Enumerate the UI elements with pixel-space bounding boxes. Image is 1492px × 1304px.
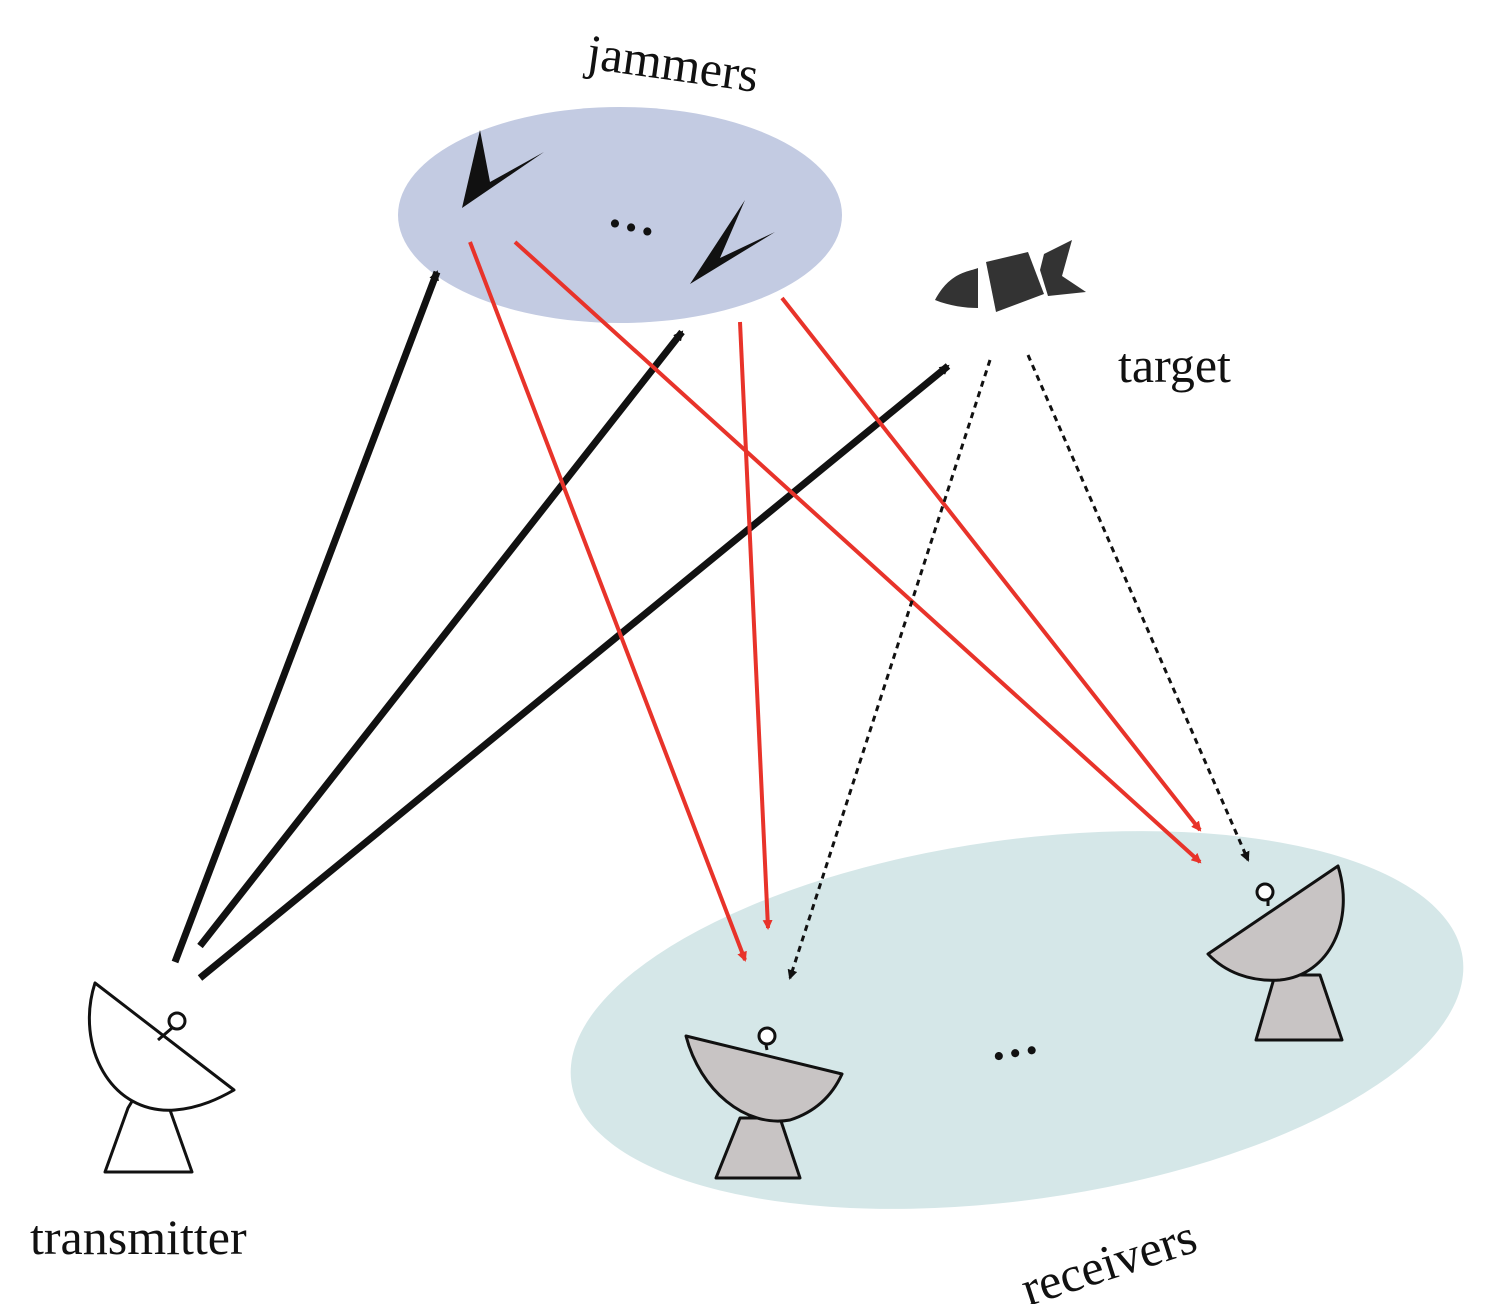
transmitter-label: transmitter [30,1209,247,1265]
radar-dish-icon [1206,864,1345,1042]
target-label: target [1118,337,1231,393]
radar-dish-icon [684,1026,844,1180]
illumination-arrow [171,270,441,964]
jammer-region [398,107,842,323]
jammer-aircraft-icon [690,200,775,284]
receivers-label: receivers [1014,1208,1203,1304]
jamming-arrow [468,241,747,962]
illumination-arrow [197,363,951,981]
jammers-label: jammers [582,23,762,103]
echo-arrow [1026,354,1250,862]
jamming-arrow [780,296,1202,832]
echo-arrow [787,359,992,980]
illumination-arrow [197,329,685,949]
jamming-arrow [738,321,773,930]
receivers-ellipsis: ··· [986,1021,1045,1085]
radar-dish-icon [87,981,236,1174]
receiver-region [570,831,1464,1209]
missile-icon [935,240,1086,312]
jamming-arrow [513,240,1202,864]
jammer-aircraft-icon [462,130,544,208]
